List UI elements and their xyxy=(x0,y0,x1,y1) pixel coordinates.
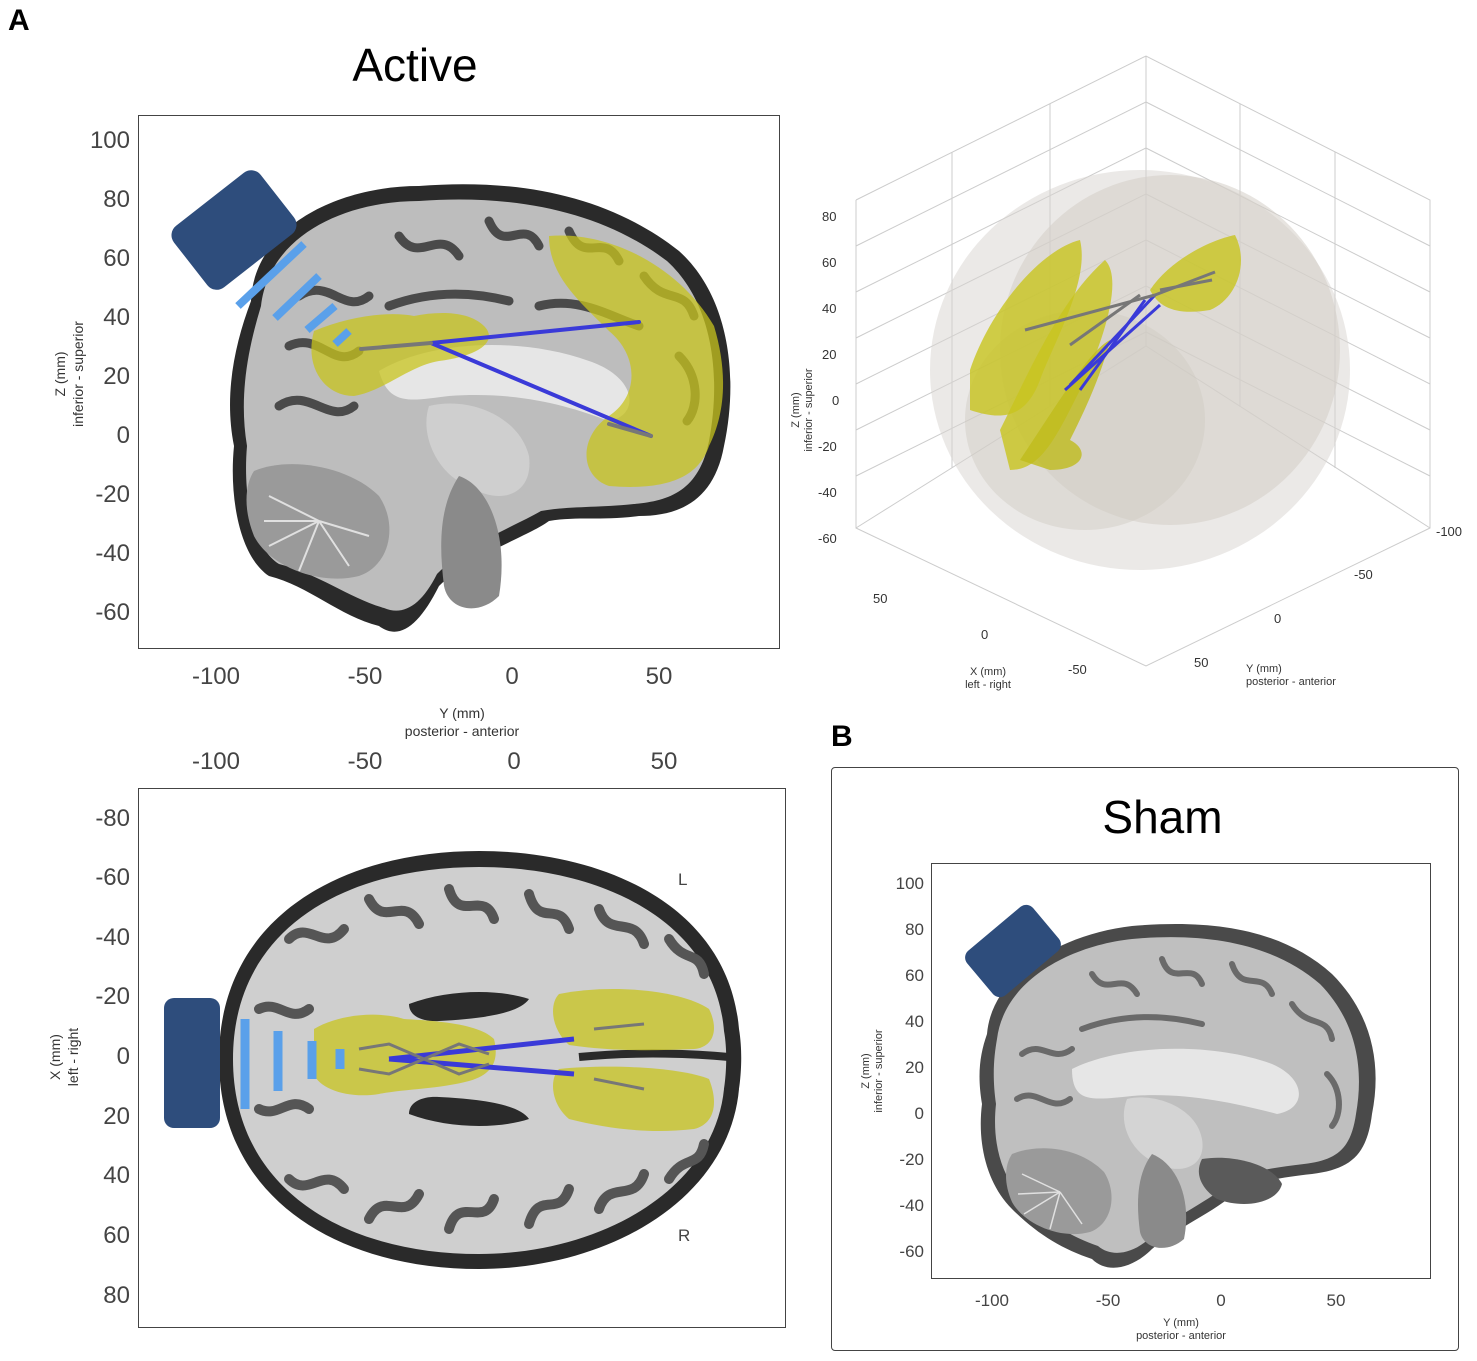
axial-xtick: 40 xyxy=(103,1162,130,1189)
axial-right-marker: R xyxy=(678,1226,691,1245)
axial-ytick: 0 xyxy=(507,748,521,775)
axial-left-marker: L xyxy=(678,870,688,889)
view3d-ztick: 60 xyxy=(822,255,837,270)
sham-xlabel-line1: Y (mm) xyxy=(1163,1317,1199,1329)
view3d-xtick: 0 xyxy=(981,627,989,642)
active-sagittal-xlabel-line2: posterior - anterior xyxy=(404,723,520,739)
active-sagittal-ytick: -50 xyxy=(347,663,383,690)
view3d-ytick: -50 xyxy=(1354,567,1373,582)
active-sagittal-ylabel: Z (mm) inferior - superior xyxy=(51,294,89,454)
active-sagittal-ztick: 80 xyxy=(103,186,130,213)
axial-xtick: 80 xyxy=(103,1282,130,1309)
view3d-plot xyxy=(855,55,1431,667)
active-sagittal-xlabel: Y (mm) posterior - anterior xyxy=(362,704,562,740)
view3d-ylabel-line1: Y (mm) xyxy=(1246,663,1282,675)
active-sagittal-ytick: 50 xyxy=(645,663,673,690)
axial-ylabel-line1: X (mm) xyxy=(47,1034,63,1080)
axial-xtick: 0 xyxy=(116,1043,130,1070)
active-sagittal-ytick: 0 xyxy=(505,663,519,690)
sham-panel xyxy=(831,767,1459,1351)
view3d-ytick: 50 xyxy=(1194,655,1209,670)
view3d-ztick: -40 xyxy=(818,485,837,500)
sham-ytick: -100 xyxy=(974,1291,1010,1310)
view3d-zlabel: Z (mm) inferior - superior xyxy=(790,350,818,470)
active-sagittal-xlabel-line1: Y (mm) xyxy=(439,705,485,721)
axial-plot xyxy=(138,788,786,1328)
sham-title: Sham xyxy=(1102,791,1223,843)
sham-ztick: 60 xyxy=(905,966,924,985)
view3d-ztick: 0 xyxy=(832,393,840,408)
sham-ztick: 0 xyxy=(914,1104,924,1123)
axial-xtick: -40 xyxy=(95,924,130,951)
axial-ylabel: X (mm) left - right xyxy=(46,977,84,1137)
active-sagittal-ylabel-line2: inferior - superior xyxy=(70,321,86,427)
axial-xtick: -60 xyxy=(95,864,130,891)
axial-xtick: -20 xyxy=(95,983,130,1010)
view3d-ylabel: Y (mm) posterior - anterior xyxy=(1246,663,1356,689)
sham-ztick: 40 xyxy=(905,1012,924,1031)
sham-ylabel: Z (mm) inferior - superior xyxy=(860,1011,888,1131)
sham-ytick: -50 xyxy=(1095,1291,1121,1310)
view3d-ztick: 20 xyxy=(822,347,837,362)
sham-ztick: 20 xyxy=(905,1058,924,1077)
sham-ztick: 80 xyxy=(905,920,924,939)
axial-electrode xyxy=(164,998,220,1128)
axial-ytick: -50 xyxy=(347,748,383,775)
sham-ytick: 50 xyxy=(1326,1291,1346,1310)
axial-xtick: -80 xyxy=(95,805,130,832)
panel-letter-b: B xyxy=(831,720,853,753)
active-sagittal-ztick: 20 xyxy=(103,363,130,390)
view3d-ytick: 0 xyxy=(1274,611,1282,626)
panel-letter-a: A xyxy=(8,4,30,37)
active-sagittal-brain-image xyxy=(230,184,731,632)
sham-ylabel-line1: Z (mm) xyxy=(860,1053,872,1089)
active-sagittal-ylabel-line1: Z (mm) xyxy=(52,351,68,397)
axial-brain-image xyxy=(219,851,742,1269)
sham-ztick: -40 xyxy=(899,1196,924,1215)
view3d-ztick: 40 xyxy=(822,301,837,316)
active-sagittal-ztick: -60 xyxy=(95,599,130,626)
view3d-xtick: 50 xyxy=(873,591,888,606)
sham-sagittal-brain-image xyxy=(979,923,1376,1268)
view3d-xlabel: X (mm) left - right xyxy=(943,666,1033,692)
sham-sagittal-plot xyxy=(931,863,1431,1279)
active-sagittal-ztick: -40 xyxy=(95,540,130,567)
active-title: Active xyxy=(352,39,478,91)
sham-xlabel-line2: posterior - anterior xyxy=(1136,1330,1226,1342)
sham-ytick: 0 xyxy=(1216,1291,1226,1310)
view3d-xtick: -50 xyxy=(1068,662,1087,677)
axial-xtick: 60 xyxy=(103,1222,130,1249)
active-sagittal-ytick: -100 xyxy=(191,663,241,690)
view3d-ztick: 80 xyxy=(822,209,837,224)
view3d-ylabel-line2: posterior - anterior xyxy=(1246,676,1336,688)
view3d-ztick: -60 xyxy=(818,531,837,546)
view3d-zlabel-line2: inferior - superior xyxy=(803,368,815,452)
view3d-ztick: -20 xyxy=(818,439,837,454)
view3d-xlabel-line1: X (mm) xyxy=(969,666,1007,678)
axial-ytick: -100 xyxy=(191,748,241,775)
sham-ylabel-line2: inferior - superior xyxy=(873,1029,885,1113)
active-sagittal-ztick: 40 xyxy=(103,304,130,331)
view3d-zlabel-line1: Z (mm) xyxy=(790,392,802,428)
sham-xlabel: Y (mm) posterior - anterior xyxy=(1111,1317,1251,1343)
sham-ztick: -60 xyxy=(899,1242,924,1261)
view3d-xlabel-line2: left - right xyxy=(965,679,1011,691)
active-sagittal-plot xyxy=(138,115,780,649)
axial-xtick: 20 xyxy=(103,1103,130,1130)
active-sagittal-ztick: -20 xyxy=(95,481,130,508)
active-sagittal-ztick: 100 xyxy=(89,127,130,154)
axial-ylabel-line2: left - right xyxy=(65,1027,81,1087)
view3d-ytick: -100 xyxy=(1436,524,1463,539)
axial-ytick: 50 xyxy=(650,748,678,775)
active-sagittal-ztick: 0 xyxy=(116,422,130,449)
sham-ztick: -20 xyxy=(899,1150,924,1169)
sham-ztick: 100 xyxy=(895,874,924,893)
active-sagittal-ztick: 60 xyxy=(103,245,130,272)
